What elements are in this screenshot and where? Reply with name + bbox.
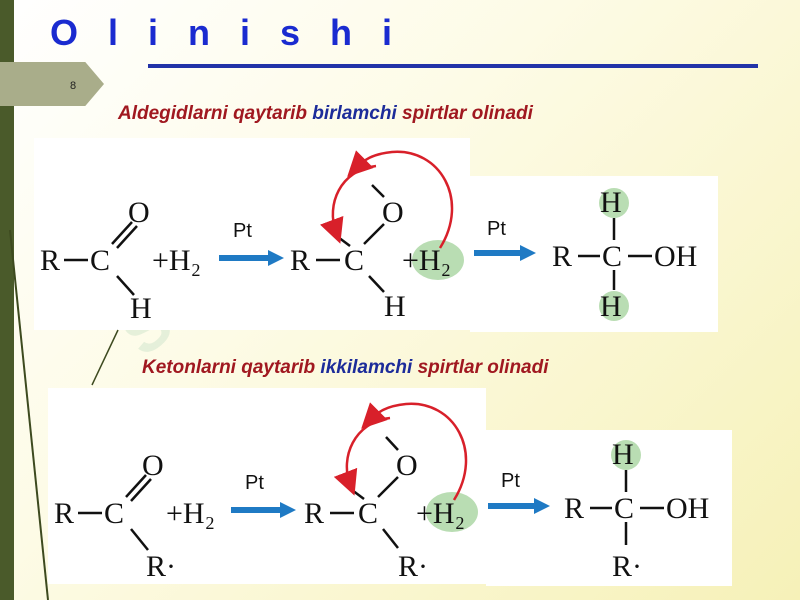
- caption-ketone-highlight: ikkilamchi: [320, 357, 413, 378]
- caption-aldehyde-highlight: birlamchi: [312, 103, 397, 124]
- left-decor-strip: [0, 0, 14, 600]
- atom-c: C: [344, 244, 365, 277]
- catalyst-label: Pt: [501, 470, 520, 492]
- bond: [130, 528, 149, 551]
- glow-h-top-2: [611, 440, 641, 470]
- bond: [130, 478, 152, 502]
- caption-aldehyde: Aldegidlarni qaytarib birlamchi spirtlar…: [118, 103, 533, 125]
- atom-o: O: [396, 449, 418, 482]
- atom-h: H: [600, 186, 622, 219]
- atom-c: C: [358, 497, 379, 530]
- electron-arrow-inner: [333, 416, 391, 496]
- reagent-h2: +H₂: [152, 244, 202, 277]
- catalyst-label: Pt: [487, 218, 506, 240]
- page-number: 8: [70, 80, 77, 92]
- atom-o: O: [382, 196, 404, 229]
- atom-r: R: [552, 240, 573, 273]
- group-oh: OH: [654, 240, 698, 273]
- bond: [371, 184, 385, 198]
- atom-r-prime: R·: [612, 550, 642, 583]
- glow-h2-1: [412, 240, 464, 280]
- reagent-h2: +H₂: [166, 497, 216, 530]
- arrow-head: [520, 245, 536, 261]
- atom-h: H: [130, 292, 152, 325]
- electron-arrow-outer: [347, 150, 454, 249]
- reagent-h2: +H₂: [416, 497, 466, 530]
- group-oh: OH: [666, 492, 710, 525]
- atom-r: R: [304, 497, 325, 530]
- atom-r: R: [290, 244, 311, 277]
- bond: [111, 221, 133, 245]
- electron-arrow-outer: [361, 402, 468, 501]
- bond: [368, 275, 385, 293]
- arrow-head: [268, 250, 284, 266]
- glow-h-top-1: [599, 188, 629, 218]
- atom-r-prime: R·: [398, 550, 428, 583]
- reagent-h2: +H₂: [402, 244, 452, 277]
- caption-ketone: Ketonlarni qaytarib ikkilamchi spirtlar …: [142, 357, 549, 379]
- caption-ketone-part1: Ketonlarni qaytarib: [142, 357, 321, 378]
- caption-aldehyde-part2: spirtlar olinadi: [396, 103, 533, 124]
- decor-line: [91, 329, 119, 386]
- decor-line: [9, 229, 49, 600]
- atom-r: R: [40, 244, 61, 277]
- atom-c: C: [90, 244, 111, 277]
- bond: [116, 275, 135, 296]
- atom-c: C: [602, 240, 623, 273]
- page-tab: [0, 62, 104, 106]
- glow-h2-2: [426, 492, 478, 532]
- atom-c: C: [104, 497, 125, 530]
- atom-c: C: [614, 492, 635, 525]
- caption-ketone-part2: spirtlar olinadi: [412, 357, 549, 378]
- electron-arrow-inner: [319, 164, 377, 244]
- slide-title: O l i n i s h i: [50, 12, 403, 53]
- bond: [382, 528, 399, 549]
- bond: [116, 225, 138, 249]
- atom-h: H: [600, 290, 622, 323]
- atom-r-prime: R·: [146, 550, 176, 583]
- atom-o: O: [142, 449, 164, 482]
- arrow-head: [534, 498, 550, 514]
- atom-h: H: [612, 438, 634, 471]
- arrow-head: [280, 502, 296, 518]
- atom-o: O: [128, 196, 150, 229]
- atom-h: H: [384, 290, 406, 323]
- atom-r: R: [54, 497, 75, 530]
- bond: [385, 436, 399, 451]
- title-underline: [148, 64, 758, 68]
- bond: [363, 223, 385, 245]
- bond: [377, 476, 399, 498]
- caption-aldehyde-part1: Aldegidlarni qaytarib: [118, 103, 313, 124]
- catalyst-label: Pt: [245, 472, 264, 494]
- glow-h-bottom-1: [599, 291, 629, 321]
- catalyst-label: Pt: [233, 220, 252, 242]
- bond: [125, 474, 147, 498]
- atom-r: R: [564, 492, 585, 525]
- reaction1-panel-left: [34, 138, 470, 330]
- reaction2-panel-left: [48, 388, 486, 584]
